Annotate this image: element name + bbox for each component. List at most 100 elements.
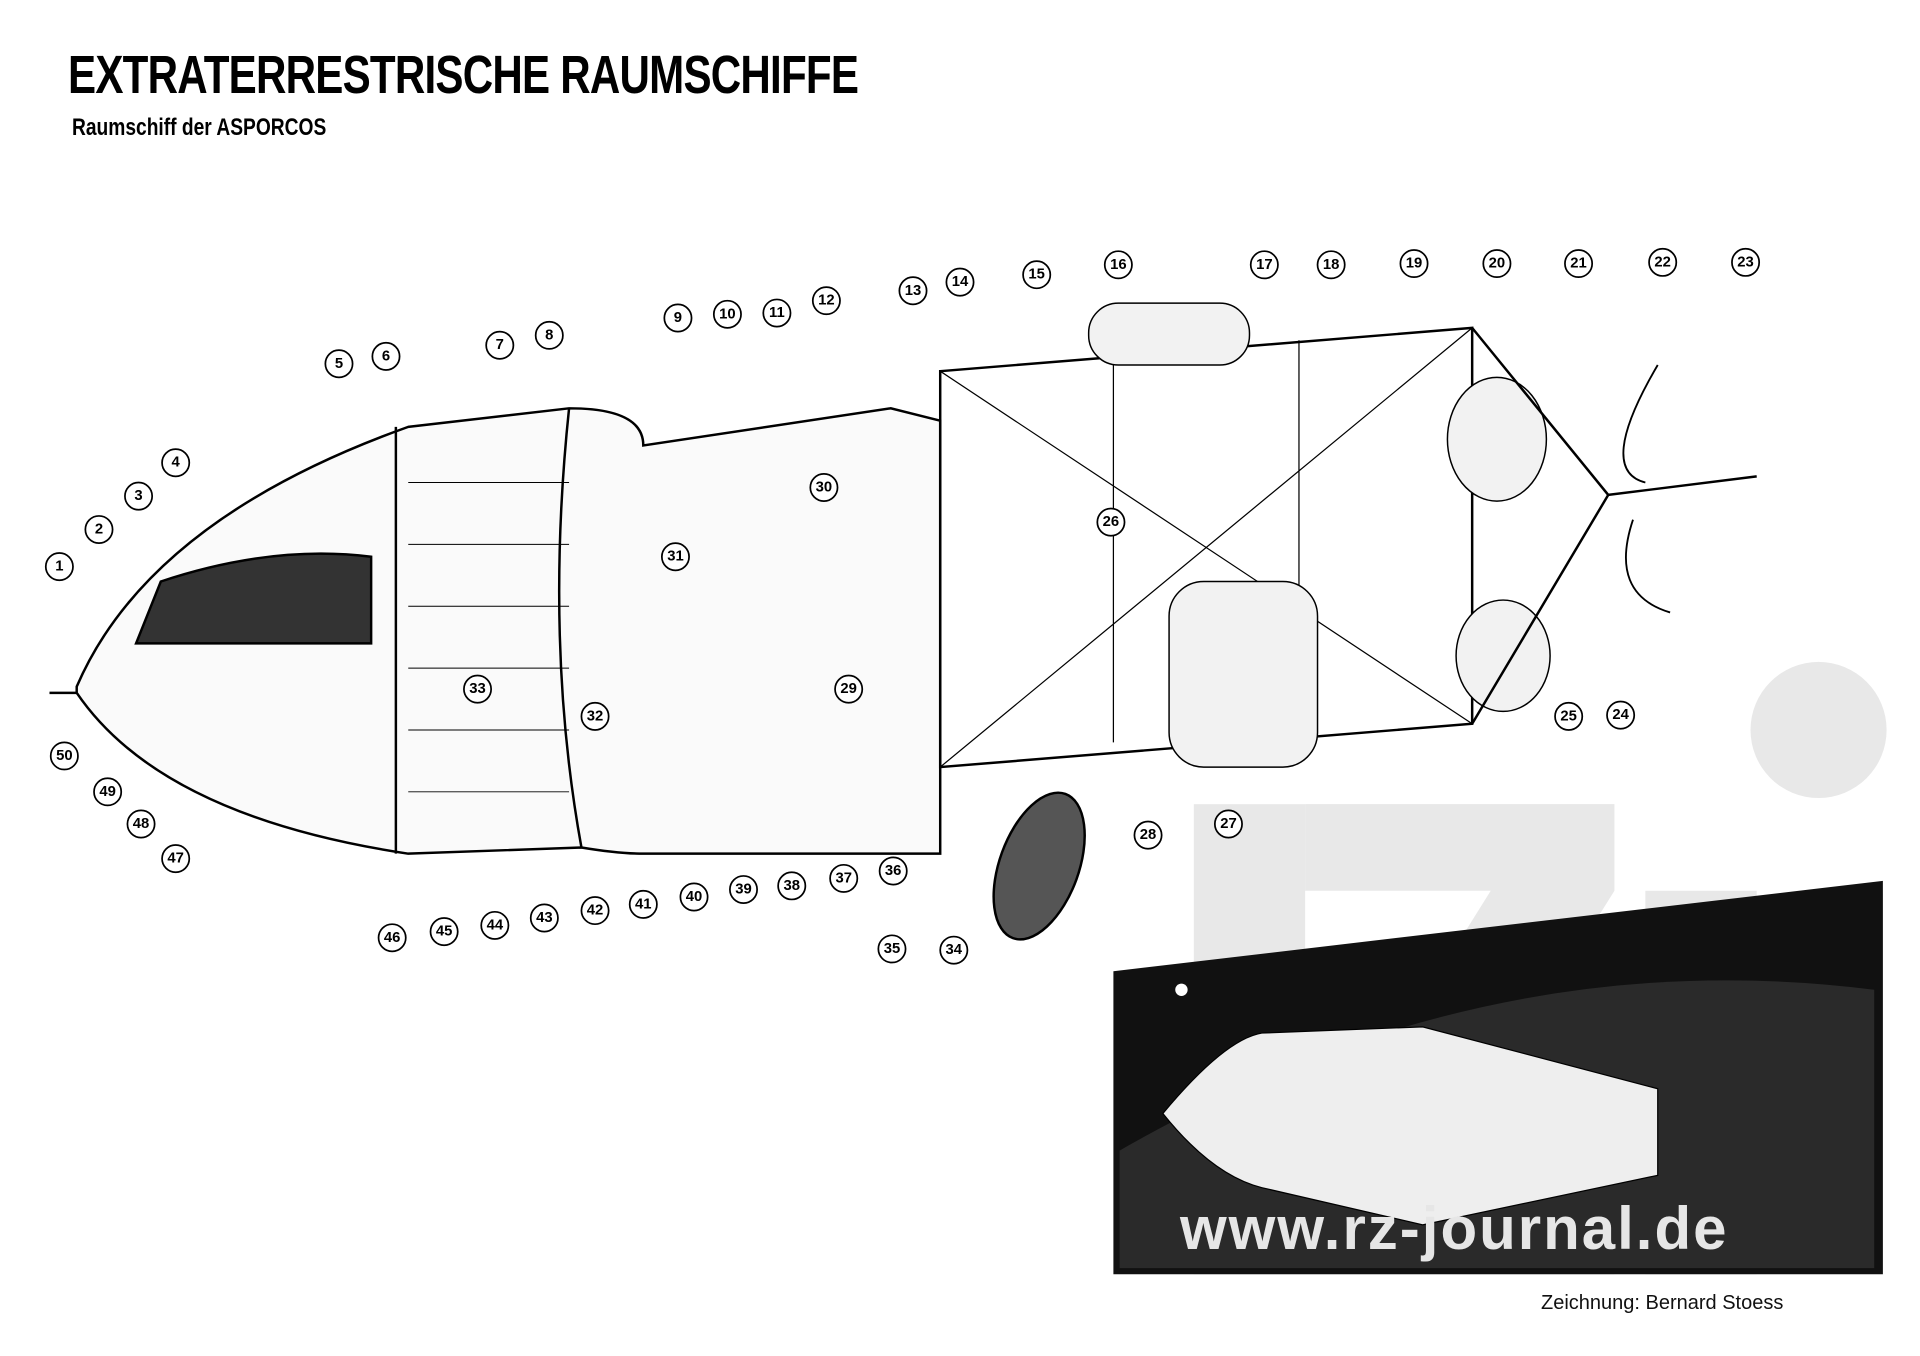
callout-42: 42 xyxy=(580,896,610,926)
callout-34: 34 xyxy=(939,935,969,965)
callout-number: 11 xyxy=(769,305,785,321)
callout-circle xyxy=(679,882,709,912)
callout-7: 7 xyxy=(485,330,515,360)
callout-18: 18 xyxy=(1316,250,1346,280)
callout-number: 31 xyxy=(667,549,684,565)
callout-13: 13 xyxy=(898,276,928,306)
inset-illustration xyxy=(1113,880,1883,1275)
callout-20: 20 xyxy=(1482,249,1512,279)
callout-number: 26 xyxy=(1103,514,1120,530)
callout-circle xyxy=(663,303,693,333)
callout-circle xyxy=(84,515,114,545)
callout-number: 24 xyxy=(1612,707,1629,723)
callout-circle xyxy=(49,741,79,771)
callout-circle xyxy=(324,349,354,379)
callout-number: 28 xyxy=(1140,827,1157,843)
callout-50: 50 xyxy=(49,741,79,771)
callout-number: 5 xyxy=(335,356,343,372)
callout-39: 39 xyxy=(729,875,758,905)
callout-10: 10 xyxy=(712,299,742,329)
callout-circle xyxy=(1648,247,1678,277)
callout-circle xyxy=(1316,250,1346,280)
callout-11: 11 xyxy=(762,298,792,328)
callout-circle xyxy=(1399,249,1429,279)
callout-16: 16 xyxy=(1103,250,1133,280)
callout-circle xyxy=(529,903,559,933)
callout-circle xyxy=(485,330,515,360)
callout-12: 12 xyxy=(811,286,841,316)
callout-circle xyxy=(809,473,839,502)
callout-27: 27 xyxy=(1213,809,1243,839)
callout-47: 47 xyxy=(161,844,191,874)
callout-circle xyxy=(126,809,156,839)
callout-number: 34 xyxy=(946,942,963,958)
callout-number: 35 xyxy=(884,941,901,957)
callout-31: 31 xyxy=(660,542,690,572)
callout-number: 50 xyxy=(56,748,73,764)
callout-circle xyxy=(463,674,492,704)
callout-24: 24 xyxy=(1606,700,1636,730)
callout-14: 14 xyxy=(945,267,975,297)
callout-23: 23 xyxy=(1731,247,1761,277)
callout-circle xyxy=(377,923,407,953)
drawing-credit: Zeichnung: Bernard Stoess xyxy=(1541,1292,1784,1314)
callout-number: 40 xyxy=(686,889,703,905)
callout-number: 39 xyxy=(735,882,752,898)
callout-circle xyxy=(1133,820,1163,850)
callout-number: 29 xyxy=(840,681,857,697)
callout-circle xyxy=(834,674,864,704)
callout-number: 45 xyxy=(436,924,453,940)
callout-6: 6 xyxy=(371,341,401,371)
callout-circle xyxy=(1606,700,1636,730)
callout-15: 15 xyxy=(1022,260,1052,290)
callout-circle xyxy=(811,286,841,316)
page-subtitle: Raumschiff der ASPORCOS xyxy=(72,114,327,141)
watermark-text: www.rz-journal.de xyxy=(1180,1195,1729,1262)
callout-circle xyxy=(878,856,908,886)
callout-number: 48 xyxy=(133,816,150,832)
callout-number: 38 xyxy=(784,878,801,894)
callout-number: 19 xyxy=(1406,256,1423,272)
callout-21: 21 xyxy=(1564,249,1594,279)
callout-28: 28 xyxy=(1133,820,1163,850)
callout-circle xyxy=(124,481,154,511)
callout-circle xyxy=(534,320,564,350)
callout-30: 30 xyxy=(809,473,839,502)
callout-number: 9 xyxy=(674,310,682,326)
callout-circle xyxy=(877,934,907,964)
callout-number: 14 xyxy=(952,274,969,290)
callout-46: 46 xyxy=(377,923,407,953)
callout-17: 17 xyxy=(1249,250,1279,280)
callout-circle xyxy=(1103,250,1133,280)
callout-41: 41 xyxy=(628,889,658,919)
callout-circle xyxy=(1249,250,1279,280)
callout-37: 37 xyxy=(829,863,859,893)
callout-9: 9 xyxy=(663,303,693,333)
callout-circle xyxy=(777,871,807,901)
callout-circle xyxy=(1482,249,1512,279)
callout-number: 7 xyxy=(496,337,504,353)
callout-circle xyxy=(371,341,401,371)
callout-2: 2 xyxy=(84,515,114,545)
callout-number: 37 xyxy=(835,870,852,886)
callout-36: 36 xyxy=(878,856,908,886)
callout-circle xyxy=(945,267,975,297)
callout-26: 26 xyxy=(1096,507,1126,537)
callout-circle xyxy=(628,889,658,919)
callout-number: 8 xyxy=(545,327,553,343)
callout-circle xyxy=(1213,809,1243,839)
callout-number: 20 xyxy=(1489,256,1506,272)
callout-circle xyxy=(712,299,742,329)
callout-number: 6 xyxy=(382,348,390,364)
callout-circle xyxy=(480,910,510,940)
callout-number: 44 xyxy=(487,917,504,933)
callout-number: 17 xyxy=(1256,257,1273,273)
callout-48: 48 xyxy=(126,809,156,839)
callout-circle xyxy=(1554,701,1584,731)
callout-number: 22 xyxy=(1654,254,1671,270)
callout-38: 38 xyxy=(777,871,807,901)
callout-circle xyxy=(762,298,792,328)
callout-number: 23 xyxy=(1737,254,1754,270)
